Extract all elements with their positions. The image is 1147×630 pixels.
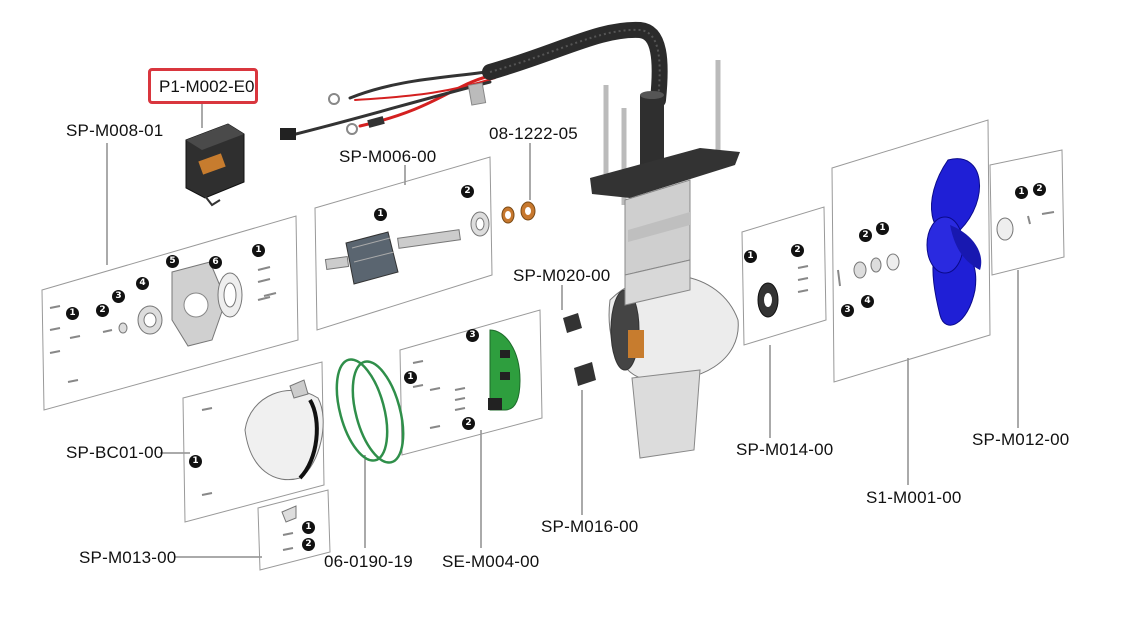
power-cables — [280, 68, 502, 140]
callout-badge: 2 — [96, 304, 109, 317]
callout-badge: 1 — [374, 208, 387, 221]
callout-badge: 3 — [112, 290, 125, 303]
callout-badge: 4 — [136, 277, 149, 290]
label-sp-m012[interactable]: SP-M012-00 — [972, 430, 1070, 449]
label-08-1222[interactable]: 08-1222-05 — [489, 124, 578, 143]
lower-unit — [608, 259, 739, 459]
callout-badge: 1 — [252, 244, 265, 257]
label-sp-m006[interactable]: SP-M006-00 — [339, 147, 437, 166]
part-panels — [41, 119, 1065, 571]
propeller-seal — [757, 265, 809, 318]
end-cover — [201, 379, 324, 496]
label-06-0190[interactable]: 06-0190-19 — [324, 552, 413, 571]
label-s1-m001[interactable]: S1-M001-00 — [866, 488, 962, 507]
sp-m013-parts — [281, 505, 297, 551]
callout-badge: 1 — [876, 222, 889, 235]
o-rings — [335, 358, 405, 464]
callout-badge: 4 — [861, 295, 874, 308]
callout-badge: 2 — [461, 185, 474, 198]
label-sp-m014[interactable]: SP-M014-00 — [736, 440, 834, 459]
armature — [324, 211, 490, 285]
callout-badge: 1 — [1015, 186, 1028, 199]
propeller-assembly — [837, 158, 982, 326]
label-sp-m008[interactable]: SP-M008-01 — [66, 121, 164, 140]
callout-badge: 1 — [189, 455, 202, 468]
callout-badge: 2 — [791, 244, 804, 257]
label-se-m004[interactable]: SE-M004-00 — [442, 552, 540, 571]
callout-badge: 3 — [841, 304, 854, 317]
callout-badge: 1 — [66, 307, 79, 320]
callout-badge: 6 — [209, 256, 222, 269]
callout-badge: 5 — [166, 255, 179, 268]
leader-lines — [106, 104, 1019, 558]
callout-badge: 2 — [462, 417, 475, 430]
control-box — [185, 123, 245, 207]
selected-part-label: P1-M002-E0 — [159, 77, 255, 96]
label-sp-m016[interactable]: SP-M016-00 — [541, 517, 639, 536]
label-sp-m020[interactable]: SP-M020-00 — [513, 266, 611, 285]
callout-badge: 3 — [466, 329, 479, 342]
sp-m012-parts — [996, 211, 1055, 241]
callout-badge: 2 — [302, 538, 315, 551]
callout-badge: 2 — [859, 229, 872, 242]
bushings — [501, 201, 536, 224]
small-blocks — [563, 313, 596, 386]
callout-badge: 1 — [404, 371, 417, 384]
selected-part-highlight[interactable]: P1-M002-E0 — [148, 68, 258, 104]
tiller-tube — [482, 21, 668, 185]
callout-badge: 2 — [1033, 183, 1046, 196]
callout-badge: 1 — [744, 250, 757, 263]
label-sp-bc01[interactable]: SP-BC01-00 — [66, 443, 164, 462]
motor-mount — [590, 60, 740, 276]
callout-badge: 1 — [302, 521, 315, 534]
sp-m008-parts — [49, 261, 277, 383]
label-sp-m013[interactable]: SP-M013-00 — [79, 548, 177, 567]
circuit-board — [412, 329, 521, 429]
